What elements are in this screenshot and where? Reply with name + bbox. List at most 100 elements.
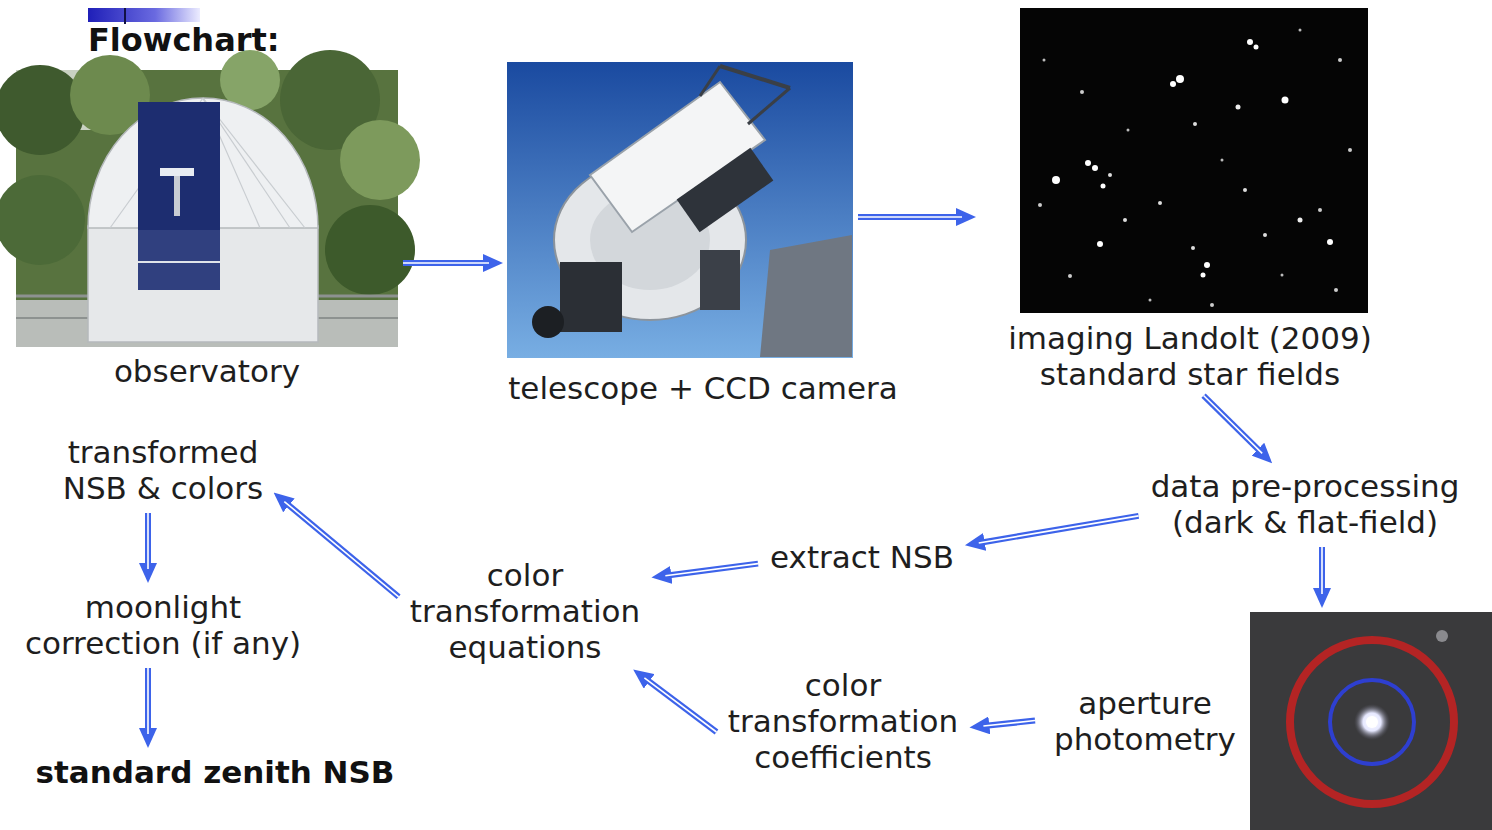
star — [1254, 45, 1259, 50]
dome-slit — [138, 102, 220, 230]
arrow-core-line — [1204, 396, 1263, 454]
telescope-truss — [748, 88, 790, 124]
star — [1318, 208, 1322, 212]
tree — [340, 120, 420, 200]
flow-arrow — [983, 721, 1035, 727]
process-step: moonlight correction (if any) — [18, 587, 309, 663]
node-label: moonlight correction (if any) — [24, 589, 303, 661]
process-step: data pre-processing (dark & flat-field) — [1144, 466, 1467, 542]
telescope-truss — [700, 66, 720, 96]
node-label: data pre-processing (dark & flat-field) — [1150, 468, 1461, 540]
arrow-core-line — [858, 216, 962, 218]
arrow-core-line — [979, 516, 1139, 543]
arrow-core-line — [644, 678, 716, 732]
small-telescope-pier — [174, 176, 180, 216]
star — [1193, 122, 1197, 126]
node-label: transformed NSB & colors — [62, 434, 265, 506]
telescope-pier — [760, 235, 852, 357]
sky-annulus — [1290, 640, 1454, 804]
star — [1348, 148, 1352, 152]
flow-arrow — [665, 564, 758, 576]
dome-drum — [88, 226, 318, 342]
star — [1221, 159, 1224, 162]
star — [1191, 246, 1195, 250]
flow-arrow — [403, 260, 489, 266]
star — [1158, 201, 1162, 205]
star — [1123, 218, 1127, 222]
star — [1204, 262, 1210, 268]
flow-arrow — [145, 668, 151, 734]
process-step: transformed NSB & colors — [56, 432, 271, 508]
node-label: observatory — [113, 353, 302, 389]
flow-arrow — [1319, 547, 1325, 594]
node-label: color transformation coefficients — [727, 667, 960, 775]
flow-arrow — [858, 214, 962, 220]
small-telescope — [160, 168, 194, 176]
star — [1092, 165, 1098, 171]
flow-arrow — [145, 513, 151, 569]
arrow-core-line — [983, 721, 1035, 727]
star — [1201, 273, 1206, 278]
ccd-camera — [560, 262, 622, 332]
arrow-core-line — [1321, 547, 1323, 594]
diagram-title: Flowchart: — [88, 22, 280, 58]
star — [1052, 176, 1060, 184]
night-sky — [1020, 8, 1368, 313]
star — [1097, 241, 1103, 247]
star — [1210, 303, 1214, 307]
flow-arrow — [979, 516, 1139, 543]
node-label: extract NSB — [769, 539, 955, 575]
node-label: standard zenith NSB — [35, 754, 396, 790]
telescope-ring — [720, 66, 790, 88]
arrow-core-line — [403, 262, 489, 264]
star — [1299, 29, 1302, 32]
node-label: telescope + CCD camera — [507, 370, 899, 406]
flow-arrow — [284, 502, 398, 597]
photo-node: aperture photometry — [1040, 612, 1492, 830]
observatory-photo — [0, 50, 420, 347]
node-label: color transformation equations — [409, 557, 642, 665]
telescope-drive — [700, 250, 740, 310]
title-bar — [88, 8, 200, 22]
tree — [325, 205, 415, 295]
star — [1108, 173, 1112, 177]
faint-star — [1436, 630, 1448, 642]
process-step: color transformation equations — [403, 555, 648, 667]
star — [1298, 218, 1303, 223]
telescope-photo — [507, 62, 853, 358]
arrow-core-line — [284, 502, 398, 597]
process-step: extract NSB — [763, 537, 961, 577]
star — [1247, 39, 1253, 45]
flow-arrow — [644, 678, 716, 732]
image-ground — [1250, 612, 1492, 830]
star — [1281, 274, 1284, 277]
tree — [0, 65, 85, 155]
star — [1149, 299, 1152, 302]
target-star — [1354, 704, 1390, 740]
star — [1236, 105, 1241, 110]
target-star-core — [1366, 716, 1378, 728]
dome-opening — [138, 230, 220, 290]
node-label: imaging Landolt (2009) standard star fie… — [1007, 320, 1373, 392]
arrow-core-line — [665, 564, 758, 576]
tree — [0, 175, 85, 265]
process-step: color transformation coefficients — [721, 665, 966, 777]
aperture-image — [1250, 612, 1492, 830]
result-step: standard zenith NSB — [29, 752, 402, 792]
star — [1085, 160, 1091, 166]
photo-node: telescope + CCD camera — [507, 62, 853, 406]
star — [1327, 239, 1333, 245]
star — [1038, 203, 1042, 207]
star — [1263, 233, 1267, 237]
star-aperture — [1330, 680, 1414, 764]
arrow-core-line — [147, 513, 149, 569]
star — [1334, 288, 1338, 292]
node-label: aperture photometry — [1053, 685, 1237, 757]
flow-arrow — [1204, 396, 1263, 454]
star-field-image — [1020, 8, 1368, 313]
star — [1170, 81, 1176, 87]
star — [1080, 90, 1084, 94]
arrow-core-line — [147, 668, 149, 734]
railing — [138, 261, 220, 263]
